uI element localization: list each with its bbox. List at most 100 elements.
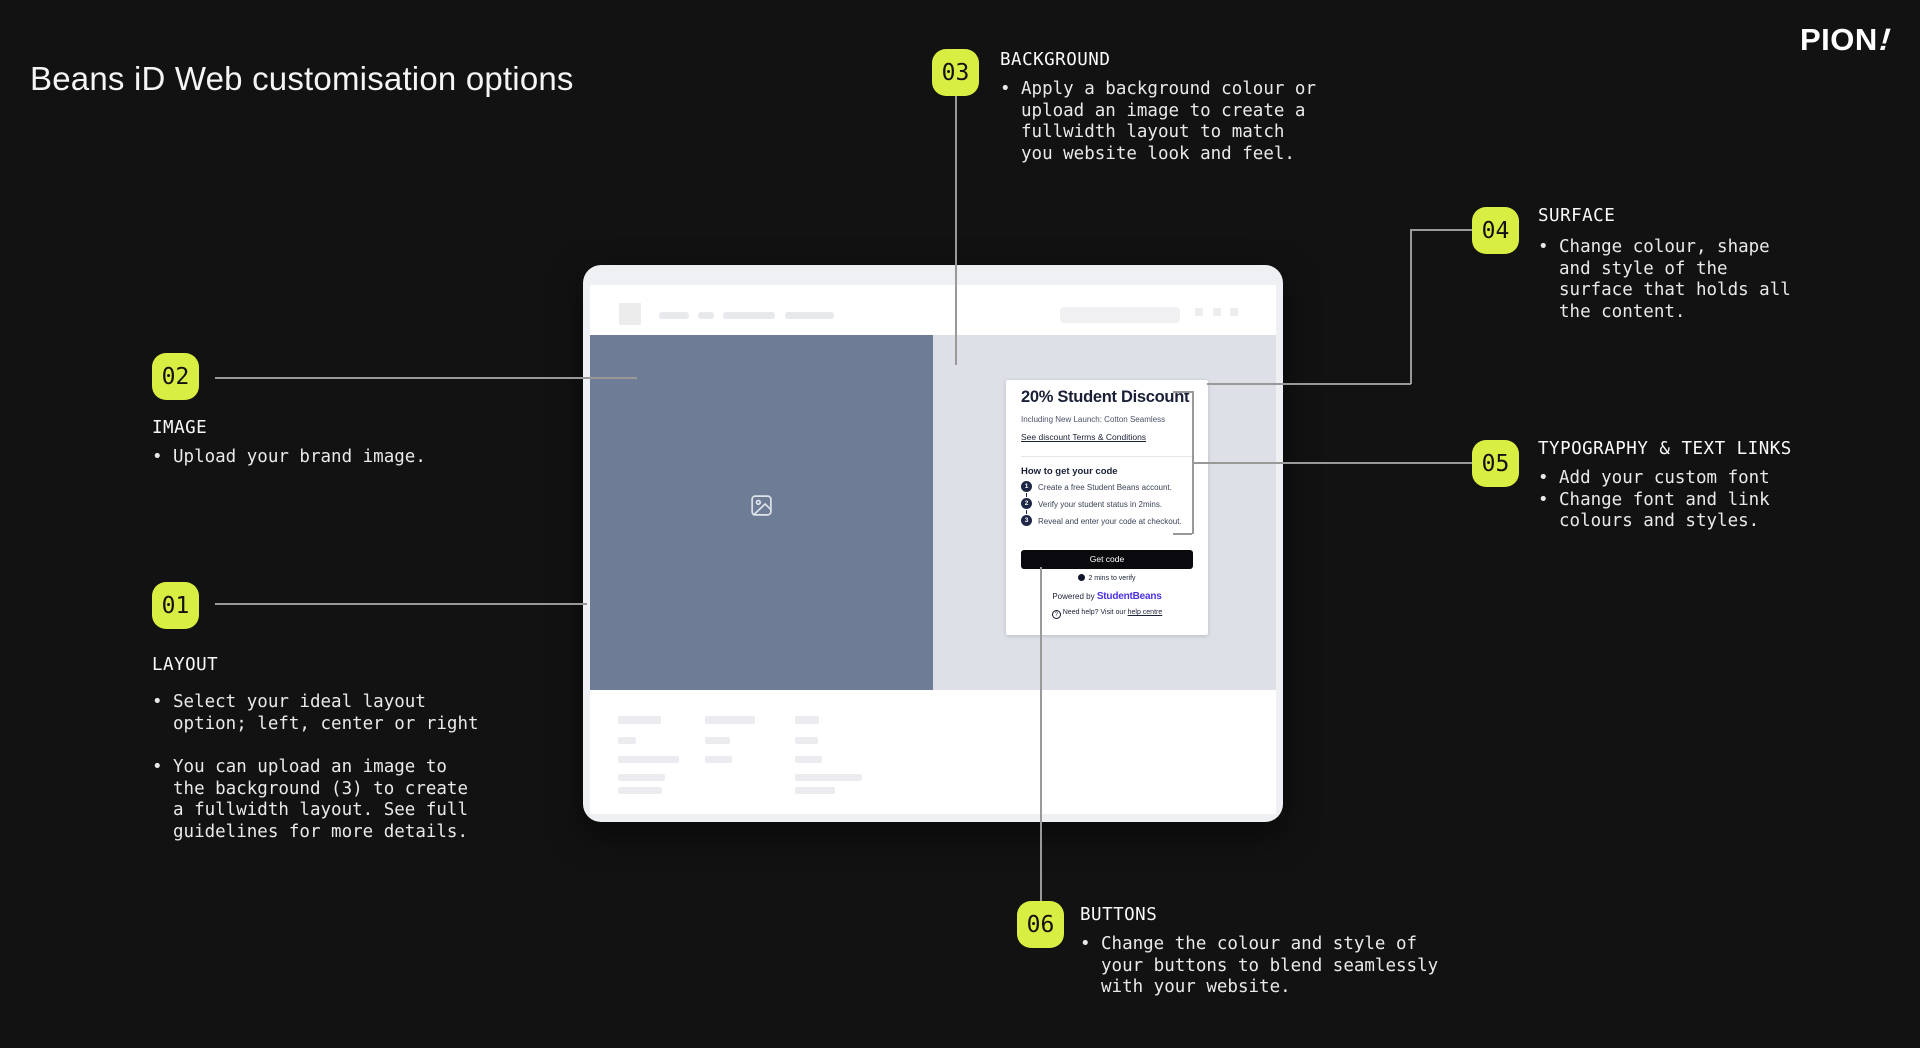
bullet-dot: • [1000, 79, 1011, 99]
step-1-text: Create a free Student Beans account. [1038, 483, 1172, 492]
step-1: 1 Create a free Student Beans account. [1021, 481, 1172, 492]
step-connector [1026, 510, 1027, 514]
verify-note: 2 mins to verify [1006, 574, 1208, 582]
badge-02: 02 [152, 353, 199, 400]
mock-menu-item-placeholder [698, 312, 714, 319]
verify-note-text: 2 mins to verify [1088, 575, 1136, 582]
powered-by: Powered by StudentBeans [1006, 591, 1208, 602]
step-2-number: 2 [1021, 498, 1032, 509]
connector-02 [215, 377, 637, 379]
footer-bar-placeholder [618, 756, 679, 763]
footer-bar-placeholder [705, 756, 732, 763]
footer-bar-placeholder [618, 716, 661, 724]
callout-heading-layout: LAYOUT [152, 655, 219, 675]
mock-footer [590, 690, 1276, 814]
get-code-button[interactable]: Get code [1021, 550, 1193, 569]
bullet-text: Change colour, shape and style of the su… [1559, 237, 1791, 322]
connector-04-bottom [1207, 383, 1411, 385]
powered-prefix: Powered by [1052, 592, 1097, 601]
callout-text-buttons: • Change the colour and style of your but… [1080, 934, 1454, 999]
connector-01 [215, 603, 587, 605]
mock-menu-item-placeholder [659, 312, 689, 319]
callout-heading-surface: SURFACE [1538, 206, 1616, 226]
logo-text: PION [1800, 22, 1878, 57]
callout-heading-typography: TYPOGRAPHY & TEXT LINKS [1538, 439, 1792, 459]
callout-text-surface: • Change colour, shape and style of the s… [1538, 237, 1794, 323]
connector-04-vertical [1410, 229, 1412, 384]
step-2: 2 Verify your student status in 2mins. [1021, 498, 1162, 509]
how-to-heading: How to get your code [1021, 466, 1118, 477]
bullet-dot: • [1538, 468, 1549, 488]
footer-bar-placeholder [705, 737, 730, 744]
mock-menu-item-placeholder [785, 312, 834, 319]
mock-search-placeholder [1060, 307, 1180, 323]
page-title: Beans iD Web customisation options [30, 60, 574, 97]
badge-06: 06 [1017, 901, 1064, 948]
connector-04-top [1410, 229, 1472, 231]
bullet-text: Add your custom font [1559, 468, 1770, 488]
callout-text-background: • Apply a background colour or upload an … [1000, 79, 1320, 165]
mock-navbar [590, 285, 1276, 335]
bullet-text: Select your ideal layout option; left, c… [173, 692, 479, 734]
bullet-text: Apply a background colour or upload an i… [1021, 79, 1317, 164]
connector-05 [1192, 462, 1472, 464]
badge-03: 03 [932, 49, 979, 96]
clock-icon [1078, 574, 1086, 581]
callout-text-typography: • Add your custom font • Change font and l… [1538, 468, 1778, 533]
mock-menu-item-placeholder [723, 312, 775, 319]
bullet-dot: • [152, 757, 163, 777]
mock-nav-icon-placeholder [1230, 308, 1238, 316]
badge-05: 05 [1472, 440, 1519, 487]
step-3-text: Reveal and enter your code at checkout. [1038, 517, 1182, 526]
connector-05-tick-bottom [1173, 533, 1192, 535]
footer-bar-placeholder [795, 716, 819, 724]
callout-heading-background: BACKGROUND [1000, 50, 1111, 70]
footer-bar-placeholder [618, 787, 662, 794]
footer-bar-placeholder [795, 756, 822, 763]
bullet-dot: • [1538, 489, 1549, 510]
question-circle-icon: ? [1051, 610, 1061, 619]
bullet-dot: • [1538, 237, 1549, 257]
terms-link[interactable]: See discount Terms & Conditions [1021, 432, 1147, 442]
callout-text-layout: • Select your ideal layout option; left, … [152, 692, 484, 843]
callout-heading-buttons: BUTTONS [1080, 905, 1158, 925]
step-2-text: Verify your student status in 2mins. [1038, 500, 1163, 509]
discount-title: 20% Student Discount [1021, 388, 1190, 406]
footer-bar-placeholder [705, 716, 755, 724]
discount-subtitle: Including New Launch: Cotton Seamless [1021, 415, 1166, 424]
callout-heading-image: IMAGE [152, 418, 208, 438]
bullet-text: Upload your brand image. [173, 447, 426, 467]
bullet-dot: • [1080, 934, 1091, 954]
help-row: ?Need help? Visit our help centre [1006, 609, 1208, 619]
step-3-number: 3 [1021, 515, 1032, 526]
image-placeholder-icon [751, 495, 772, 516]
mock-site-logo-placeholder [619, 303, 641, 325]
mock-nav-icon-placeholder [1213, 308, 1221, 316]
help-prefix: Need help? Visit our [1062, 609, 1128, 616]
step-1-number: 1 [1021, 481, 1032, 492]
badge-04: 04 [1472, 207, 1519, 254]
connector-05-bracket [1192, 391, 1194, 534]
help-centre-link[interactable]: help centre [1127, 609, 1163, 616]
callout-text-image: • Upload your brand image. [152, 447, 512, 469]
pion-logo: PION! [1800, 22, 1896, 58]
bullet-text: Change the colour and style of your butt… [1101, 934, 1439, 997]
step-connector [1026, 493, 1027, 497]
footer-bar-placeholder [618, 774, 665, 781]
bullet-text: Change font and link colours and styles. [1559, 489, 1770, 532]
footer-bar-placeholder [795, 774, 862, 781]
mock-nav-icon-placeholder [1195, 308, 1203, 316]
badge-01: 01 [152, 582, 199, 629]
step-3: 3 Reveal and enter your code at checkout… [1021, 515, 1182, 526]
bullet-dot: • [152, 447, 163, 467]
card-divider [1021, 456, 1193, 457]
bullet-dot: • [152, 692, 163, 712]
connector-06 [1040, 567, 1042, 901]
bullet-text: You can upload an image to the backgroun… [173, 757, 469, 842]
discount-card: 20% Student Discount Including New Launc… [1006, 380, 1208, 635]
connector-03 [955, 96, 957, 365]
footer-bar-placeholder [795, 787, 835, 794]
studentbeans-logo: StudentBeans [1096, 591, 1162, 602]
mock-brand-image-panel [590, 335, 933, 690]
